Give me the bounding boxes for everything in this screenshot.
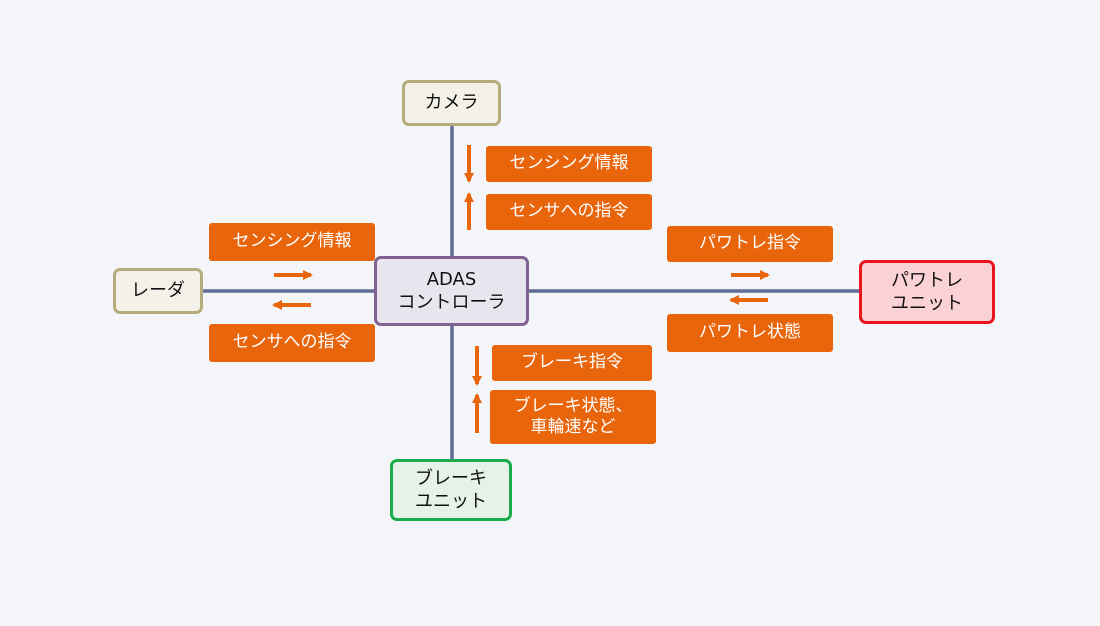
- node-radar: レーダ: [113, 268, 203, 314]
- label-camera-to-adas: センシング情報: [486, 146, 652, 182]
- node-adas-controller: ADAS コントローラ: [374, 256, 529, 326]
- label-adas-to-radar: センサへの指令: [209, 324, 375, 362]
- node-brake-unit: ブレーキ ユニット: [390, 459, 512, 521]
- node-powertrain-unit: パワトレ ユニット: [859, 260, 995, 324]
- label-adas-to-brake: ブレーキ指令: [492, 345, 652, 381]
- node-camera: カメラ: [402, 80, 501, 126]
- node-brake-unit-label: ブレーキ ユニット: [415, 467, 487, 512]
- label-adas-to-powertrain: パワトレ指令: [667, 226, 833, 262]
- node-adas-controller-label: ADAS コントローラ: [397, 268, 506, 313]
- label-radar-to-adas: センシング情報: [209, 223, 375, 261]
- node-powertrain-unit-label: パワトレ ユニット: [891, 269, 963, 314]
- node-camera-label: カメラ: [424, 92, 479, 114]
- label-adas-to-camera: センサへの指令: [486, 194, 652, 230]
- node-radar-label: レーダ: [131, 280, 185, 302]
- label-powertrain-to-adas: パワトレ状態: [667, 314, 833, 352]
- label-brake-to-adas: ブレーキ状態、 車輪速など: [490, 390, 656, 444]
